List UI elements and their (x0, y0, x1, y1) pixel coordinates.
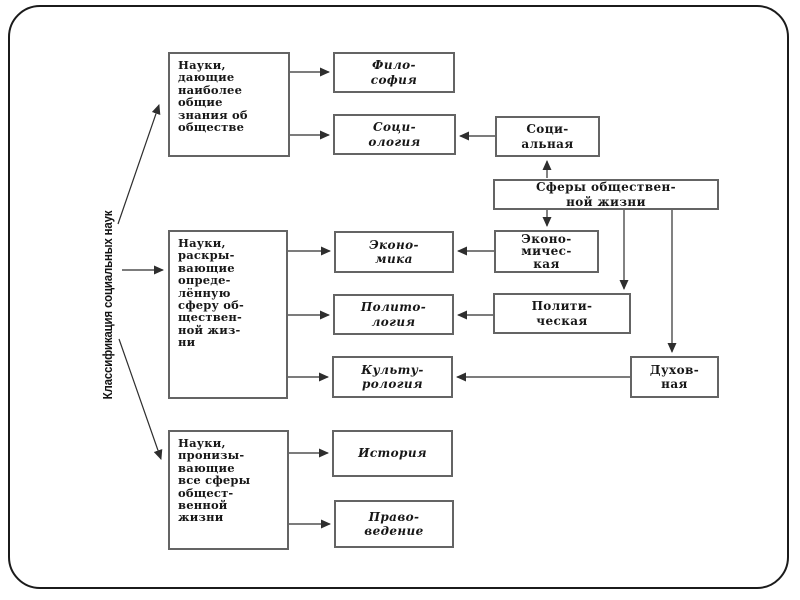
group-box-all-spheres-sciences: Науки, пронизы- вающие все сферы общест-… (168, 430, 289, 550)
science-box-philosophy: Фило- софия (333, 52, 455, 93)
sphere-box-spiritual: Духов- ная (630, 356, 719, 398)
sphere-box-political: Полити- ческая (493, 293, 631, 334)
group-box-general-sciences: Науки, дающие наиболее общие знания об о… (168, 52, 290, 157)
science-box-law: Право- ведение (334, 500, 454, 548)
science-box-culturology: Культу- рология (332, 356, 453, 398)
science-box-sociology: Соци- ология (333, 114, 456, 155)
science-box-politology: Полито- логия (333, 294, 454, 335)
science-box-history: История (332, 430, 453, 477)
root-label: Классификация социальных наук (101, 210, 115, 400)
sphere-box-economic: Эконо- мичес- кая (494, 230, 599, 273)
science-box-economics: Эконо- мика (334, 231, 454, 273)
group-box-specific-sphere-sciences: Науки, раскры- вающие опреде- лённую сфе… (168, 230, 288, 399)
spheres-header-box: Сферы обществен- ной жизни (493, 179, 719, 210)
sphere-box-social: Соци- альная (495, 116, 600, 157)
